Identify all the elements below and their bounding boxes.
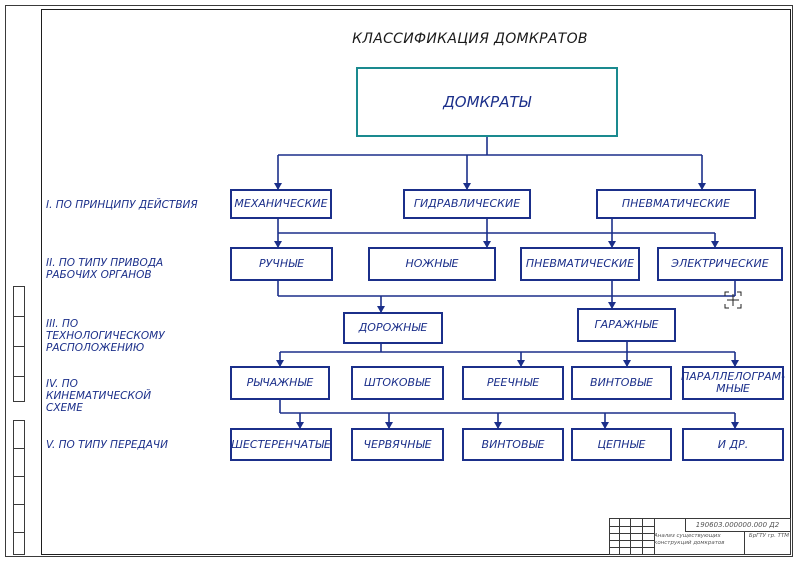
node-screw-transmission: ВИНТОВЫЕ [462, 428, 564, 461]
node-screw-kinematic: ВИНТОВЫЕ [571, 366, 672, 400]
left-margin-stamp-upper [13, 286, 25, 402]
sheet-outer-frame [5, 5, 793, 557]
diagram-title: КЛАССИФИКАЦИЯ ДОМКРАТОВ [352, 31, 588, 47]
node-electric: ЭЛЕКТРИЧЕСКИЕ [657, 247, 783, 281]
drawing-code: 190603.000000.000 Д2 [685, 520, 790, 532]
node-rod: ШТОКОВЫЕ [351, 366, 444, 400]
node-rack: РЕЕЧНЫЕ [462, 366, 564, 400]
row-label-4: IV. ПО КИНЕМАТИЧЕСКОЙ СХЕМЕ [46, 378, 152, 414]
node-garage: ГАРАЖНЫЕ [577, 308, 676, 342]
node-gear: ШЕСТЕРЕНЧАТЫЕ [230, 428, 332, 461]
crosshair-cursor-icon [724, 291, 742, 309]
node-pneumatic-drive: ПНЕВМАТИЧЕСКИЕ [520, 247, 640, 281]
title-block: 190603.000000.000 Д2 Анализ существующих… [609, 518, 791, 555]
row-label-2: II. ПО ТИПУ ПРИВОДА РАБОЧИХ ОРГАНОВ [46, 257, 164, 281]
drawing-description: Анализ существующих конструкций домкрато… [654, 533, 725, 546]
node-other: И ДР. [682, 428, 784, 461]
row-label-1: I. ПО ПРИНЦИПУ ДЕЙСТВИЯ [46, 199, 198, 211]
node-parallelogram: ПАРАЛЛЕЛОГРАМ-МНЫЕ [681, 366, 785, 400]
node-manual: РУЧНЫЕ [230, 247, 333, 281]
node-lever: РЫЧАЖНЫЕ [230, 366, 330, 400]
node-hydraulic: ГИДРАВЛИЧЕСКИЕ [403, 189, 531, 219]
row-label-3: III. ПО ТЕХНОЛОГИЧЕСКОМУ РАСПОЛОЖЕНИЮ [46, 318, 165, 354]
node-root: ДОМКРАТЫ [356, 67, 618, 137]
node-worm: ЧЕРВЯЧНЫЕ [351, 428, 444, 461]
node-foot: НОЖНЫЕ [368, 247, 496, 281]
drawing-organization: БрГТУ гр. ТТМ [748, 533, 790, 539]
node-chain: ЦЕПНЫЕ [571, 428, 672, 461]
node-mechanical: МЕХАНИЧЕСКИЕ [230, 189, 332, 219]
node-road: ДОРОЖНЫЕ [343, 312, 443, 344]
left-margin-stamp-lower [13, 420, 25, 555]
node-pneumatic-principle: ПНЕВМАТИЧЕСКИЕ [596, 189, 756, 219]
sheet-inner-frame [41, 9, 791, 555]
row-label-5: V. ПО ТИПУ ПЕРЕДАЧИ [46, 439, 168, 451]
